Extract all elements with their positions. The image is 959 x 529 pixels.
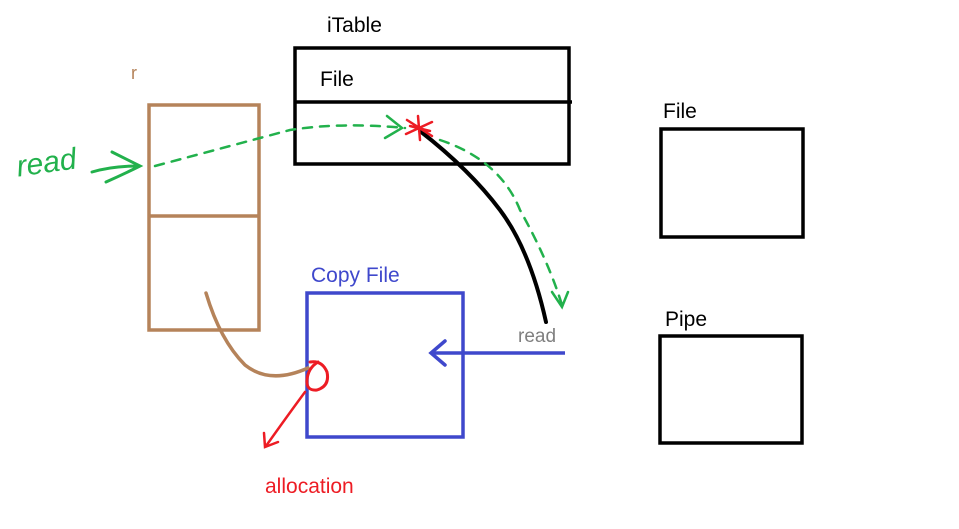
allocation-label: allocation [265,475,354,498]
green-dashed-path-to-itable [153,124,407,168]
red-allocation-arrowhead-icon [262,431,280,449]
green-arrowhead-itable [383,114,405,140]
read-green-arrow-icon [90,150,144,184]
itable-row-file-label: File [320,68,354,91]
red-allocation-arrow [264,390,307,448]
file-label: File [663,100,697,123]
pipe-box [658,334,804,445]
green-dashed-path-to-read [438,138,564,307]
r-label: r [131,63,137,83]
file-box [659,127,805,239]
red-star-icon [404,114,434,142]
red-allocation-circle [305,360,329,392]
brown-curve-to-copy-file [204,291,310,378]
copy-file-label: Copy File [311,264,400,287]
copy-file-box [305,291,465,439]
blue-arrowhead-icon [428,339,447,367]
green-arrowhead-read [550,290,570,310]
black-pointer-curve [418,129,548,324]
itable-title: iTable [327,14,382,37]
pipe-label: Pipe [665,308,707,331]
itable-box [293,46,571,166]
read-handwritten-label: read [14,142,79,183]
read-small-label: read [518,326,556,347]
